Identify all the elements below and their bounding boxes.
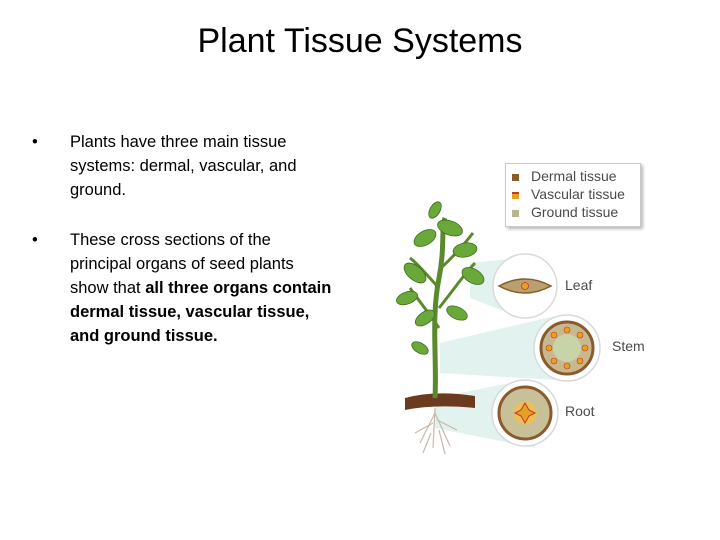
bullet-text-plain: These cross sections of the principal or… <box>70 231 294 297</box>
roots <box>414 407 458 455</box>
vascular-swatch <box>512 191 519 199</box>
bullet-text: Plants have three main tissue systems: d… <box>70 133 297 199</box>
slide-title: Plant Tissue Systems <box>197 22 523 60</box>
legend-item-dermal: Dermal tissue <box>512 167 617 185</box>
plant-tissue-illustration <box>396 201 601 455</box>
bullet-item: • These cross sections of the principal … <box>32 228 332 348</box>
soil <box>405 393 475 410</box>
bullet-list: • Plants have three main tissue systems:… <box>32 130 332 374</box>
stem-callout-beam <box>440 316 555 380</box>
legend-item-vascular: Vascular tissue <box>512 185 625 203</box>
stem-cross-section <box>533 314 601 382</box>
organ-label-leaf: Leaf <box>565 277 593 293</box>
tissue-legend: Dermal tissue Vascular tissue Ground tis… <box>505 163 641 227</box>
organ-label-stem: Stem <box>612 338 645 354</box>
legend-item-ground: Ground tissue <box>512 203 618 221</box>
ground-swatch <box>512 209 519 217</box>
plant-leaves <box>396 201 485 355</box>
bullet-item: • Plants have three main tissue systems:… <box>32 130 332 202</box>
bullet-marker: • <box>32 231 38 249</box>
bullet-marker: • <box>32 133 38 151</box>
leaf-cross-section <box>492 253 558 319</box>
bullet-text-bold: all three organs contain dermal tissue, … <box>70 279 332 345</box>
dermal-swatch <box>512 173 519 181</box>
root-cross-section <box>491 379 559 447</box>
organ-label-root: Root <box>565 403 595 419</box>
